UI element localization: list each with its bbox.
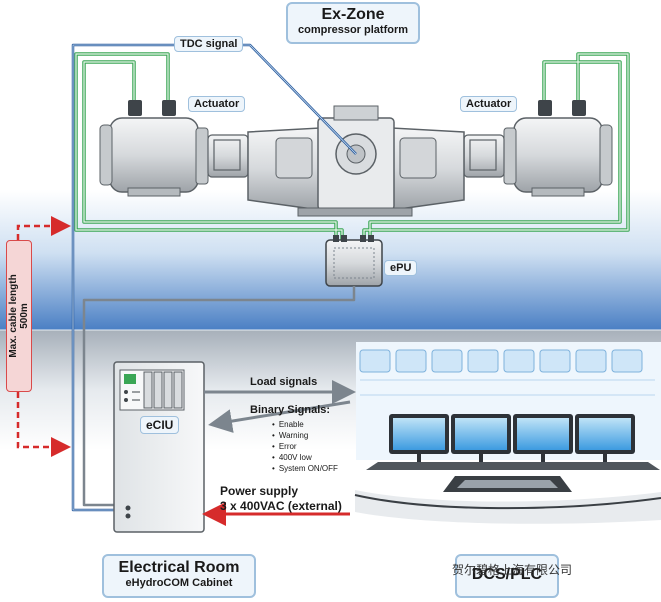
ex-zone-label: Ex-Zone compressor platform [286, 2, 420, 44]
electrical-room-subtitle: eHydroCOM Cabinet [125, 577, 233, 589]
right-compressor-cylinder [503, 117, 613, 197]
binary-signals-list: Enable Warning Error 400V low System ON/… [272, 419, 338, 474]
binary-signals-title: Binary Signals: [250, 404, 331, 416]
max-cable-length-badge: Max. cable length 500m [6, 240, 32, 392]
cable-length-indicator [16, 216, 71, 457]
watermark-text: 贺尔碧格上海有限公司 [452, 563, 573, 577]
power-supply-line2: 3 x 400VAC (external) [220, 499, 342, 513]
left-actuators [128, 100, 176, 116]
actuator-left-label: Actuator [188, 96, 246, 112]
green-actuator-cables-inner [75, 53, 629, 240]
epu-label: ePU [384, 260, 418, 276]
dcs-plc-label: DCS/PLC [455, 554, 559, 598]
control-room-floor [355, 490, 661, 524]
binary-signal-item: System ON/OFF [272, 463, 338, 474]
binary-signal-item: Error [272, 441, 338, 452]
ex-zone-title: Ex-Zone [321, 6, 385, 23]
compressor-crankcase [247, 105, 465, 217]
actuator-right-label: Actuator [460, 96, 518, 112]
power-supply-line1: Power supply [220, 484, 299, 498]
load-signals-label: Load signals [250, 376, 318, 388]
binary-signal-arrow [208, 400, 351, 433]
ehydrocom-cabinet [113, 361, 205, 533]
binary-signal-item: 400V low [272, 452, 338, 463]
ex-zone-subtitle: compressor platform [297, 24, 409, 36]
electrical-room-label: Electrical Room eHydroCOM Cabinet [102, 554, 256, 598]
right-actuators [538, 100, 586, 116]
cable-length-line1: Max. cable length [8, 274, 19, 358]
binary-signal-item: Enable [272, 419, 338, 430]
electrical-room-title: Electrical Room [118, 559, 240, 576]
epu-device [325, 235, 383, 287]
cable-length-line2: 500m [19, 303, 30, 329]
left-compressor-cylinder [99, 117, 209, 197]
tdc-signal-label: TDC signal [174, 36, 244, 52]
eciu-label: eCIU [140, 416, 180, 434]
binary-signal-item: Warning [272, 430, 338, 441]
epu-to-cabinet-cable [82, 286, 356, 507]
operator-monitors [366, 414, 660, 492]
dcs-plc-title: DCS/PLC [471, 566, 543, 583]
